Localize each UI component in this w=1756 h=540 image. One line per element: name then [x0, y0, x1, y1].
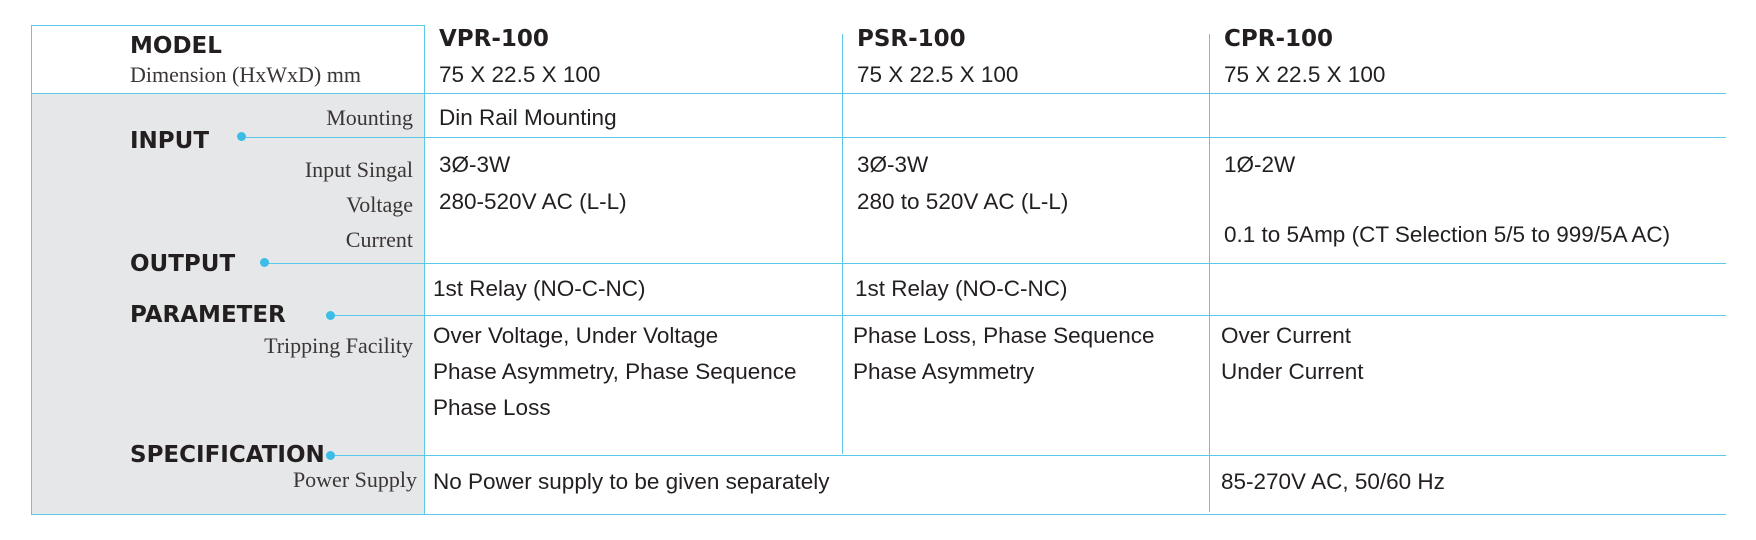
output-bottom-line	[332, 315, 1726, 316]
label-column-background	[31, 93, 424, 514]
label-input-singal: Input Singal	[304, 157, 413, 182]
psr-voltage-value: 280 to 520V AC (L-L)	[857, 189, 1069, 214]
model-psr-100: PSR-100	[857, 26, 966, 52]
table-left-border	[31, 25, 32, 515]
vpr-tripping-line-2: Phase Asymmetry, Phase Sequence	[433, 359, 797, 384]
vpr-mounting-value: Din Rail Mounting	[439, 105, 617, 130]
vpr-output-value: 1st Relay (NO-C-NC)	[433, 276, 646, 301]
specification-section-dot	[326, 451, 335, 460]
cpr-current-value: 0.1 to 5Amp (CT Selection 5/5 to 999/5A …	[1224, 222, 1671, 247]
label-tripping-facility: Tripping Facility	[264, 333, 413, 358]
section-specification: SPECIFICATION	[130, 442, 325, 468]
psr-output-value: 1st Relay (NO-C-NC)	[855, 276, 1068, 301]
label-voltage: Voltage	[346, 192, 413, 217]
label-power-supply: Power Supply	[292, 467, 417, 492]
input-bottom-line	[266, 263, 1726, 264]
section-input: INPUT	[130, 128, 210, 154]
vpr-tripping-line-1: Over Voltage, Under Voltage	[433, 323, 719, 348]
label-column-divider	[424, 25, 425, 515]
model-label: MODEL	[130, 33, 222, 59]
psr-cpr-divider	[1209, 34, 1210, 512]
section-parameter: PARAMETER	[130, 302, 286, 328]
dimension-psr-100: 75 X 22.5 X 100	[857, 62, 1019, 87]
header-bottom-line	[31, 93, 1726, 94]
input-section-dot	[237, 132, 246, 141]
table-bottom-border	[31, 514, 1726, 515]
label-current: Current	[345, 227, 413, 252]
vpr-input-signal-value: 3Ø-3W	[439, 152, 511, 177]
vpr-voltage-value: 280-520V AC (L-L)	[439, 189, 627, 214]
dimension-vpr-100: 75 X 22.5 X 100	[439, 62, 601, 87]
psr-input-signal-value: 3Ø-3W	[857, 152, 929, 177]
vpr-tripping-line-3: Phase Loss	[433, 395, 551, 420]
vpr-psr-power-supply-value: No Power supply to be given separately	[433, 469, 830, 494]
output-section-dot	[260, 258, 269, 267]
parameter-section-dot	[326, 311, 335, 320]
psr-tripping-line-1: Phase Loss, Phase Sequence	[853, 323, 1155, 348]
dimension-cpr-100: 75 X 22.5 X 100	[1224, 62, 1386, 87]
model-vpr-100: VPR-100	[439, 26, 549, 52]
table-top-border	[31, 25, 424, 26]
cpr-power-supply-value: 85-270V AC, 50/60 Hz	[1221, 469, 1445, 494]
cpr-tripping-line-2: Under Current	[1221, 359, 1364, 384]
parameter-bottom-line	[331, 455, 1726, 456]
cpr-input-signal-value: 1Ø-2W	[1224, 152, 1296, 177]
mounting-bottom-line	[238, 137, 1726, 138]
vpr-psr-divider	[842, 34, 843, 454]
cpr-tripping-line-1: Over Current	[1221, 323, 1352, 348]
dimension-label: Dimension (HxWxD) mm	[130, 62, 361, 87]
psr-tripping-line-2: Phase Asymmetry	[853, 359, 1035, 384]
model-cpr-100: CPR-100	[1224, 26, 1334, 52]
label-mounting: Mounting	[326, 105, 413, 130]
section-output: OUTPUT	[130, 251, 236, 277]
